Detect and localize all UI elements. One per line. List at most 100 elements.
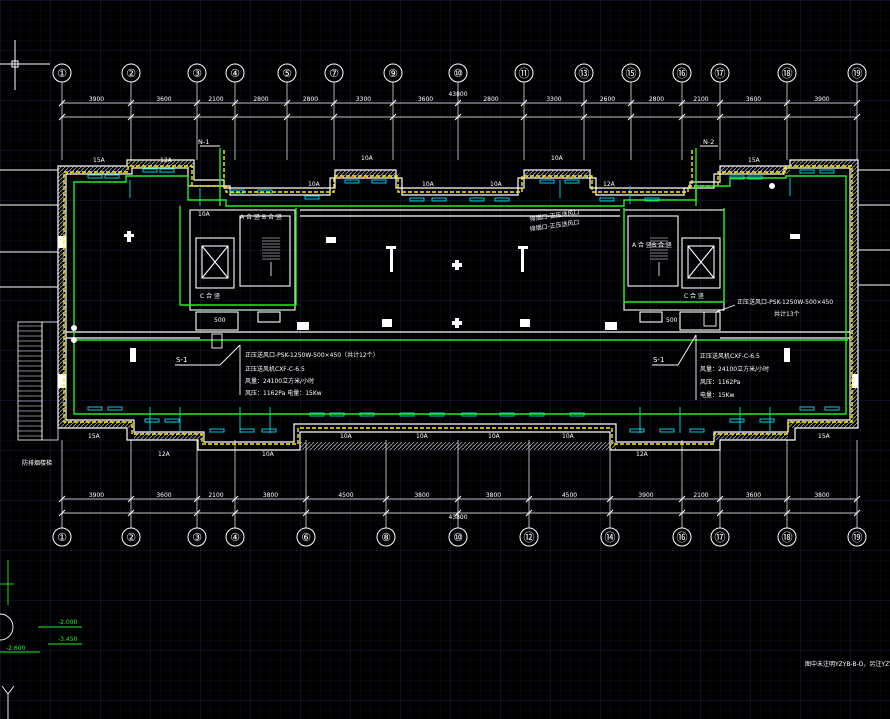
top-axis-11: ⑮ [621,63,641,160]
top-dimension: 2800 [649,96,664,103]
top-dimension: 2800 [303,96,318,103]
zone-label-top: 10A [361,155,374,162]
zone-label-bottom: 10A [416,433,429,440]
bottom-axis-label: ⑭ [605,531,616,544]
zone-label-bottom: 15A [818,433,831,440]
window [344,179,360,184]
bottom-axis-label: ⑰ [715,531,726,544]
bottom-dimension: 3600 [746,492,761,499]
right-fan-notes [652,304,736,400]
top-axis-14: ⑱ [777,63,797,160]
window [539,179,555,184]
zone-label-bottom: 10A [262,451,275,458]
bottom-dimension: 4500 [562,492,577,499]
top-dimension: 3900 [814,96,829,103]
bottom-axis-label: ⑩ [453,531,463,544]
room-label-right-a: A 合 竖 [632,241,652,249]
top-dimension: 2800 [253,96,268,103]
bottom-axis-label: ① [57,531,67,544]
bottom-axis-label: ④ [230,531,240,544]
top-dimension: 3600 [156,96,171,103]
window [564,179,580,184]
top-axis-1: ① [52,63,72,160]
bottom-dimension: 2100 [208,492,223,499]
window [799,406,815,411]
yellow-duct-lines [63,150,853,445]
zone-label-top: 12A [603,181,616,188]
zone-label-top: 10A [490,181,503,188]
window [799,169,815,174]
right-fan-note-1: 正压送风口-PSK-1250W-500×450 [737,298,833,306]
bottom-axis-label: ⑯ [677,531,688,544]
bottom-dimension: 3800 [263,492,278,499]
right-fan-note-3: 风量：24100立方米/小时 [700,365,769,373]
window [494,197,510,202]
bottom-dimension: 3800 [486,492,501,499]
top-dimension: 2800 [483,96,498,103]
top-axis-6: ⑦ [324,63,344,160]
bottom-axis-label: ③ [192,531,202,544]
zone-label-bottom: 10A [340,433,353,440]
green-duct-lines [72,148,848,415]
bottom-dimension: 4500 [338,492,353,499]
window [164,418,180,423]
top-axis-label: ⑩ [453,67,463,80]
window [431,197,447,202]
bottom-dimension: 3900 [89,492,104,499]
window [209,428,225,433]
bottom-total-dimension: 43800 [448,514,467,521]
top-dimension: 3600 [418,96,433,103]
top-dimension: 3300 [356,96,371,103]
bottom-dimension: 3900 [638,492,653,499]
bottom-dimension: 3600 [156,492,171,499]
top-axis-label: ⑱ [782,67,793,80]
top-axis-10: ⑬ [574,63,594,160]
elevation-label-2: -3.450 [58,636,78,643]
window [304,195,320,200]
top-dimension-chain: 3900 3600 2100 2800 2800 3300 3600 2800 3300 2600… [58,96,861,121]
top-axis-label: ⑯ [677,67,688,80]
zone-label-top: 15A [748,157,761,164]
zone-label-top: 10A [551,155,564,162]
zone-label-bottom: 10A [562,433,575,440]
window [629,428,645,433]
window [759,418,775,423]
elevation-markers [0,560,82,719]
right-fan-note-4: 风压：1162Pa [700,379,741,386]
site-lines [0,169,890,288]
top-axis-label: ① [57,67,67,80]
left-fan-notes [175,333,241,395]
top-dimension: 3900 [89,96,104,103]
top-axis-label: ⑮ [626,67,637,80]
top-axis-label: ⑪ [519,67,530,80]
left-fan-note-4: 风压：1162Pa 电量：15Kw [245,389,322,397]
right-core-stair [650,237,668,276]
bottom-axis-label: ⑧ [381,531,391,544]
room-label-left-b: B 合 竖 [262,213,282,221]
window [261,428,277,433]
right-fan-tag: S-1 [653,356,664,364]
bottom-dimension: 3800 [814,492,829,499]
zone-label-bottom: 10A [488,433,501,440]
window [371,179,387,184]
top-dimension: 2100 [693,96,708,103]
top-dimension: 2600 [600,96,615,103]
window [87,174,103,179]
window [159,168,175,173]
bottom-axis-label: ⑥ [301,531,311,544]
wall-hatch [58,160,858,450]
top-axis-7: ⑨ [383,63,403,160]
top-axis-4: ④ [225,63,245,160]
left-fan-note-1: 正压送风口-PSK-1250W-500×450（共计12个） [245,351,379,359]
zone-label-bottom: 12A [158,451,171,458]
window [469,197,485,202]
top-dimension: 3300 [546,96,561,103]
top-axis-3: ③ [187,63,207,160]
duct-branch-markers [71,145,775,343]
window [409,197,425,202]
top-axis-8: ⑩ [448,63,468,160]
